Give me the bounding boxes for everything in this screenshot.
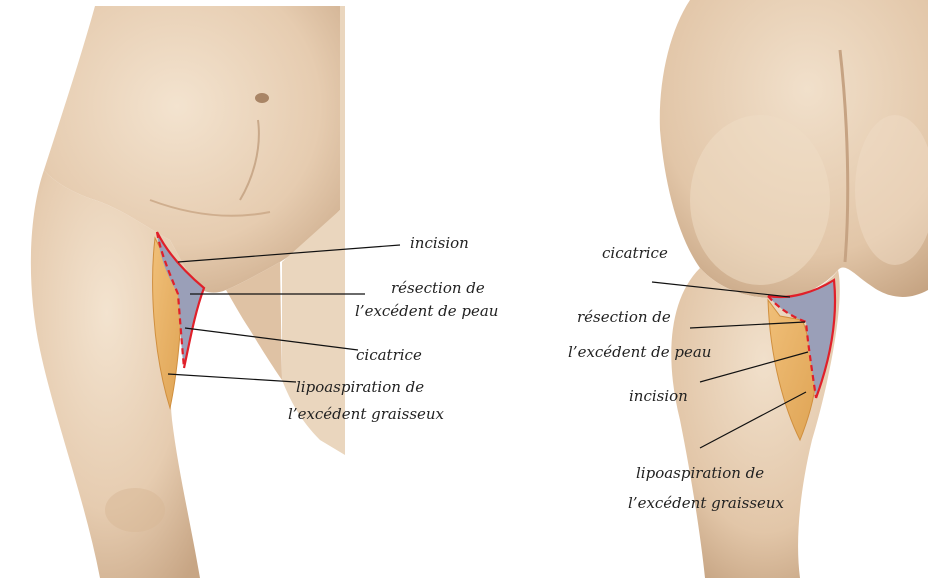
- front-label-cicatrice: cicatrice: [356, 346, 422, 364]
- back-label-cicatrice: cicatrice: [602, 244, 668, 262]
- back-label-lipo-line1: lipoaspiration de: [636, 464, 764, 482]
- back-label-lipo-line2: l’excédent graisseux: [628, 494, 784, 512]
- back-label-resection-line1: résection de: [577, 308, 671, 326]
- front-label-resection-line2: l’excédent de peau: [355, 302, 498, 320]
- front-label-resection-line1: résection de: [391, 279, 485, 297]
- front-label-lipo-line2: l’excédent graisseux: [288, 405, 444, 423]
- front-view: [0, 6, 400, 578]
- navel: [255, 93, 269, 103]
- front-label-incision: incision: [410, 234, 469, 252]
- knee: [105, 488, 165, 532]
- front-label-lipo-line1: lipoaspiration de: [296, 378, 424, 396]
- left-buttock-highlight: [690, 115, 830, 285]
- back-label-resection-line2: l’excédent de peau: [568, 343, 711, 361]
- back-label-incision: incision: [629, 387, 688, 405]
- back-view: [652, 0, 928, 578]
